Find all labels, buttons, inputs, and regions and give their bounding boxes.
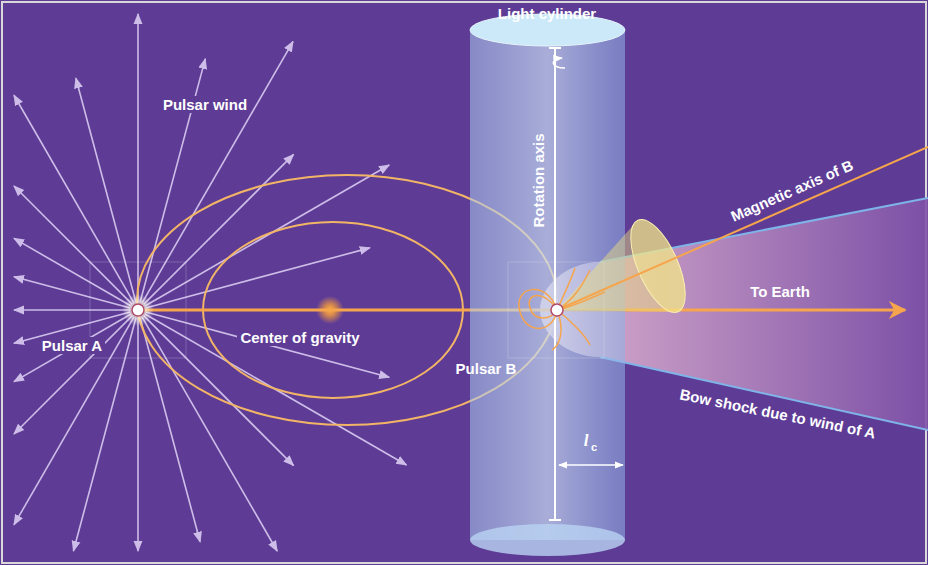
wind-arrow [14, 316, 132, 434]
lc-dimension [559, 464, 623, 466]
wind-arrow [137, 318, 139, 551]
wind-arrow [144, 154, 294, 304]
point-label: Center of gravity [237, 329, 362, 346]
wind-arrow [14, 309, 130, 311]
wind-arrow [137, 14, 139, 302]
dimension-subscript: c [591, 441, 597, 454]
wind-arrow [146, 312, 389, 377]
magnetic-field-lines [519, 268, 605, 350]
wind-arrow [14, 277, 130, 308]
axis-label: Rotation axis [530, 133, 547, 227]
wind-arrow [14, 95, 134, 303]
axis-tick [549, 519, 561, 521]
pulsar-a [132, 304, 144, 316]
star-label: Pulsar A [39, 337, 105, 354]
wind-arrow [140, 318, 200, 542]
wind-arrow [142, 42, 293, 304]
wind-arrow [14, 186, 132, 304]
dimension-symbol: l [584, 431, 589, 450]
bow-shock-edge [600, 198, 928, 430]
axis-tick [549, 47, 561, 49]
wind-label: Pulsar wind [160, 96, 250, 113]
wind-arrow [14, 314, 131, 382]
direction-label: To Earth [750, 283, 810, 300]
cylinder-label: Light cylinder [498, 5, 596, 22]
light-cylinder-base [470, 524, 625, 556]
pulsar-b [551, 304, 563, 316]
star-label: Pulsar B [456, 360, 517, 377]
magnetic-axis [557, 147, 928, 310]
rotation-axis [554, 48, 556, 520]
wind-arrow [76, 78, 136, 302]
rotation-arrow [553, 58, 565, 68]
pulsar-a-glow [122, 294, 154, 326]
wind-arrow [14, 238, 131, 306]
wind-arrow [14, 317, 134, 525]
